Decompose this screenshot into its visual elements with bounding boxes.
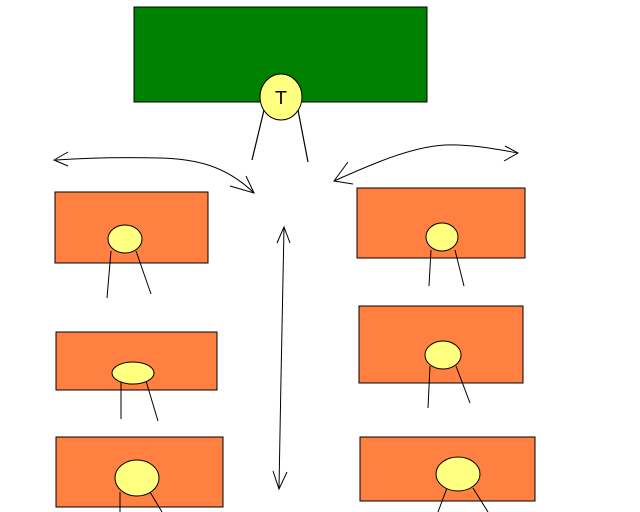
student-head bbox=[424, 340, 462, 370]
teacher-arm-left bbox=[251, 109, 265, 161]
arrow-vertical-head-top bbox=[276, 225, 291, 244]
student-arm-left bbox=[427, 365, 431, 409]
student-head bbox=[425, 222, 459, 252]
student-arm-right bbox=[145, 380, 159, 422]
student-desk-left-1 bbox=[54, 191, 209, 299]
student-arm-left bbox=[428, 249, 432, 287]
arrow-left-curved bbox=[52, 151, 255, 194]
teacher-figure: T bbox=[251, 73, 309, 163]
student-desk-left-2 bbox=[55, 331, 218, 422]
student-head bbox=[435, 456, 481, 492]
arrow-right-shaft bbox=[333, 144, 519, 182]
arrow-right-curved bbox=[333, 144, 520, 185]
arrow-left-head-inner bbox=[229, 175, 255, 194]
student-arm-right bbox=[455, 365, 471, 404]
student-arm-right bbox=[472, 487, 489, 512]
student-head bbox=[107, 224, 143, 254]
student-arm-right bbox=[454, 249, 465, 287]
student-head bbox=[114, 459, 160, 497]
student-arm-right bbox=[149, 491, 163, 512]
arrow-right-head-outer bbox=[503, 145, 520, 162]
teacher-arm-right bbox=[297, 109, 309, 163]
student-head bbox=[111, 361, 155, 385]
arrow-vertical-head-bottom bbox=[272, 470, 288, 491]
arrow-left-head-outer bbox=[52, 151, 69, 167]
student-desk-right-2 bbox=[358, 305, 524, 409]
student-arm-left bbox=[437, 487, 448, 512]
student-arm-right bbox=[135, 250, 152, 295]
student-desk-right-1 bbox=[356, 187, 526, 287]
student-arm-left bbox=[106, 250, 112, 299]
teacher-head bbox=[259, 73, 303, 121]
student-desk-right-3 bbox=[359, 436, 536, 512]
arrow-vertical-shaft bbox=[278, 227, 285, 489]
teacher-label: T bbox=[275, 88, 288, 109]
arrow-vertical-double bbox=[272, 225, 291, 491]
student-desk-left-3 bbox=[55, 436, 224, 512]
arrow-right-head-inner bbox=[333, 161, 354, 185]
arrow-left-shaft bbox=[55, 157, 255, 194]
